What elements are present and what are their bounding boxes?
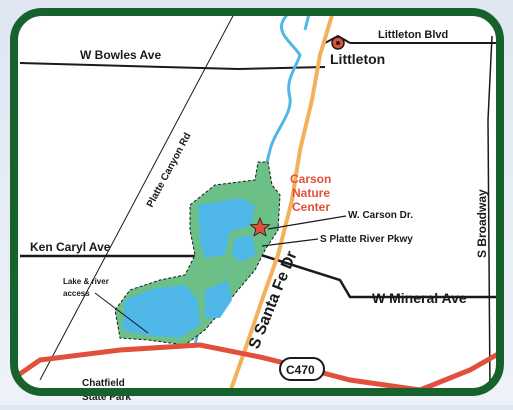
platte-canyon-road [39,12,236,381]
w-carson-pointer [267,215,347,230]
label-ken-caryl: Ken Caryl Ave [30,240,111,254]
s-platte-pointer [261,238,319,247]
lake-north [198,198,255,258]
label-carson-3: Center [292,200,330,214]
map-frame-border [10,8,504,396]
littleton-blvd-join [324,34,351,44]
c470-highway [14,342,500,392]
s-broadway-road [487,35,493,392]
ken-caryl-mineral-road [20,252,500,299]
star-icon [249,216,271,237]
label-w-bowles: W Bowles Ave [80,48,161,62]
label-littleton-blvd: Littleton Blvd [378,29,448,41]
label-c470: C470 [286,363,315,377]
label-s-platte-pkwy: S Platte River Pkwy [320,234,413,245]
lake-center [232,235,256,262]
label-chatfield-1: Chatfield [82,378,125,389]
label-w-carson-dr: W. Carson Dr. [348,210,413,221]
label-littleton: Littleton [330,51,385,67]
label-lake-access-2: access [63,289,90,298]
s-santa-fe-road [228,12,335,392]
city-marker-icon [331,36,345,50]
label-lake-access-1: Lake & river [63,277,109,286]
lake-east [205,280,232,318]
label-w-mineral: W Mineral Ave [372,290,467,306]
lake-access-pointer [94,292,149,334]
label-s-broadway: S Broadway [475,189,489,258]
label-carson-2: Nature [292,186,330,200]
lake-south [122,285,200,338]
label-chatfield-2: State Park [82,392,131,403]
c470-shield [279,357,325,381]
label-carson-1: Carson [290,172,331,186]
